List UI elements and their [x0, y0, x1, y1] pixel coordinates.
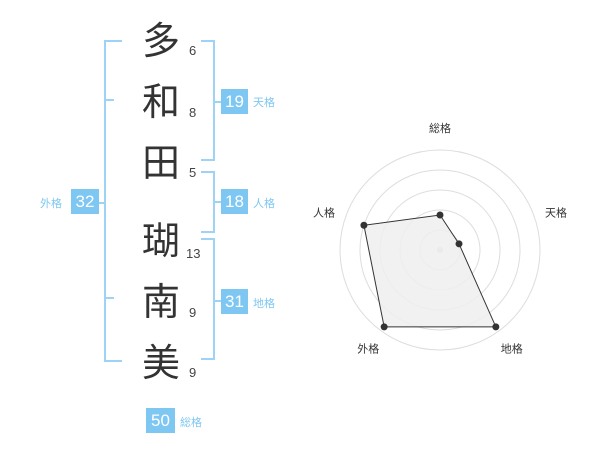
- radar-point-5: [360, 221, 368, 229]
- soukaku-value-badge: 50: [146, 408, 175, 433]
- name-char-2: 和: [141, 80, 180, 124]
- chikaku-bracket-connector: [213, 300, 221, 302]
- radar-axis-label: 人格: [313, 205, 335, 219]
- tenkaku-value-badge: 19: [221, 89, 248, 114]
- radar-point-3: [492, 323, 500, 331]
- radar-axis-label: 外格: [357, 342, 379, 356]
- jinkaku-label: 人格: [253, 197, 275, 210]
- jinkaku-value-badge: 18: [221, 189, 248, 214]
- radar-area: [363, 214, 497, 328]
- gaikaku-label: 外格: [40, 197, 62, 210]
- name-char-6: 美: [141, 341, 180, 385]
- tenkaku-bracket: [201, 40, 215, 161]
- tenkaku-label: 天格: [253, 96, 275, 109]
- radar-point-4: [380, 323, 388, 331]
- stroke-count-6: 9: [189, 365, 197, 380]
- radar-ring: [339, 149, 541, 351]
- radar-ring: [359, 169, 521, 331]
- name-char-1: 多: [141, 19, 180, 63]
- gaikaku-bracket-tick: [104, 297, 114, 299]
- radar-point-1: [436, 211, 444, 219]
- gaikaku-value-badge: 32: [71, 189, 99, 214]
- name-char-3: 田: [141, 141, 180, 185]
- stroke-count-4: 13: [186, 246, 201, 261]
- stroke-count-2: 8: [189, 105, 197, 120]
- stroke-count-5: 9: [189, 305, 197, 320]
- radar-axis-label: 地格: [501, 342, 523, 356]
- radar-axis-label: 天格: [545, 205, 567, 219]
- gaikaku-bracket-connector: [96, 202, 106, 204]
- gaikaku-bracket: [104, 40, 122, 362]
- soukaku-label: 総格: [180, 416, 202, 429]
- gaikaku-bracket-tick: [104, 99, 114, 101]
- chikaku-value-badge: 31: [221, 289, 248, 314]
- tenkaku-bracket-connector: [213, 101, 221, 103]
- name-char-4: 瑚: [141, 219, 180, 263]
- chikaku-label: 地格: [253, 297, 275, 310]
- jinkaku-bracket-connector: [213, 201, 221, 203]
- chikaku-bracket: [201, 238, 215, 360]
- radar-axis-label: 総格: [429, 121, 451, 135]
- stroke-count-1: 6: [189, 43, 197, 58]
- stroke-count-3: 5: [189, 165, 197, 180]
- name-char-5: 南: [141, 280, 180, 324]
- radar-point-2: [455, 240, 463, 248]
